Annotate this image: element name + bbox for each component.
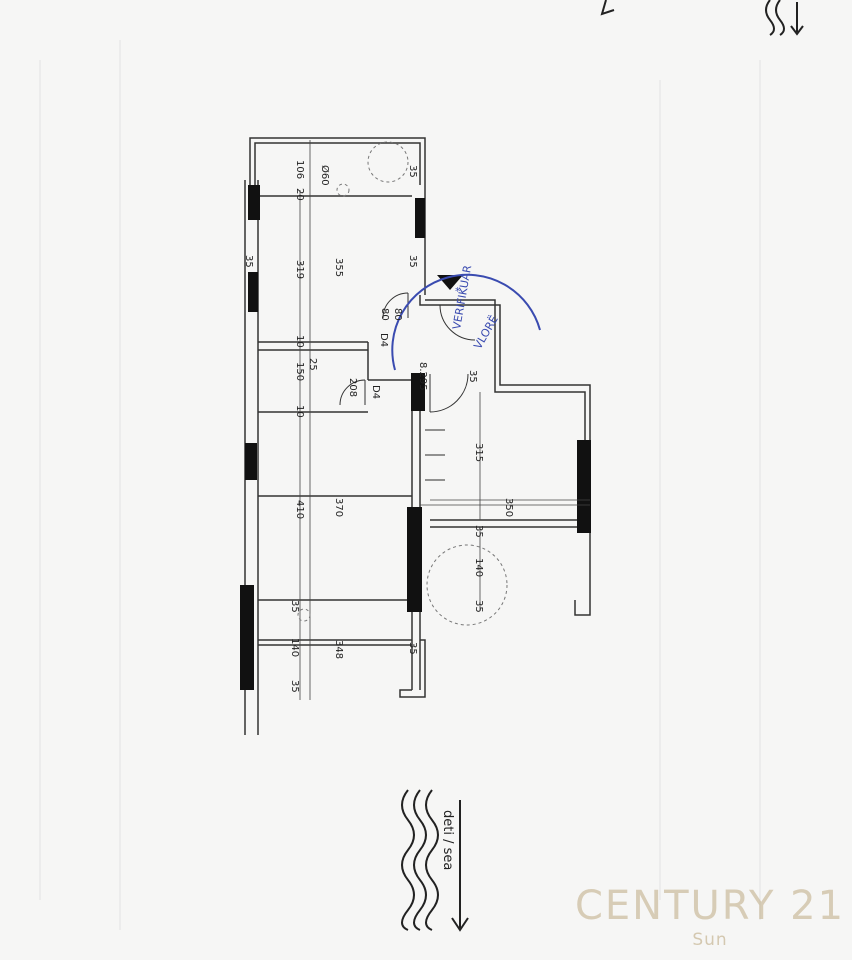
dim-35-b: 35 <box>243 255 254 268</box>
dim-35-c: 35 <box>407 255 418 268</box>
sea-label: deti / sea <box>440 810 455 870</box>
dim-35-a: 35 <box>407 165 418 178</box>
solid-walls <box>240 185 591 690</box>
dim-35-f: 35 <box>289 600 300 613</box>
sea-symbol-top <box>600 0 804 36</box>
dimension-lines <box>299 140 590 700</box>
dim-350: 350 <box>503 498 514 517</box>
scan-noise <box>39 40 761 930</box>
dim-140-b: 140 <box>289 638 300 657</box>
dim-150: 150 <box>294 362 305 381</box>
dim-140-a: 140 <box>473 558 484 577</box>
stamp-text-3: * <box>455 285 461 298</box>
dim-370: 370 <box>333 498 344 517</box>
stairs <box>425 429 445 481</box>
dim-25: 25 <box>307 358 318 371</box>
dim-35-g: 35 <box>407 642 418 655</box>
dim-35-h: 35 <box>289 680 300 693</box>
sea-symbol <box>401 789 469 932</box>
dim-315: 315 <box>473 443 484 462</box>
stamp-text-1: VLORË <box>471 313 501 351</box>
verification-stamp: VLORË VERIFIKUAR * <box>391 264 541 371</box>
dim-348: 348 <box>333 640 344 659</box>
label-diam-a: Ø60 <box>319 165 331 186</box>
dim-35-d: 35 <box>473 525 484 538</box>
door-label-d4-b: D4 <box>370 385 381 399</box>
dim-355: 355 <box>333 258 344 277</box>
dim-35-i: 35 <box>467 370 478 383</box>
circle-fixtures <box>297 141 508 626</box>
dim-20: 20 <box>294 188 305 201</box>
dim-106: 106 <box>294 160 305 179</box>
watermark-sub: Sun <box>692 930 728 950</box>
dim-80-b: 80 <box>392 308 403 321</box>
dim-10-a: 10 <box>294 335 305 348</box>
dim-319: 319 <box>294 260 305 279</box>
dimension-labels: 35 106 20 35 319 355 35 10 150 25 10 410… <box>243 160 514 693</box>
dim-35-e: 35 <box>473 600 484 613</box>
dim-80-a: 80 <box>379 308 390 321</box>
label-level: 8.295 <box>417 362 428 391</box>
watermark-brand: CENTURY 21 <box>574 883 846 929</box>
doors <box>339 292 476 413</box>
dim-410: 410 <box>294 500 305 519</box>
door-label-d4-a: D4 <box>378 333 389 347</box>
stamp-text-2: VERIFIKUAR <box>450 264 474 331</box>
dim-208: 208 <box>347 378 358 397</box>
century21-watermark: CENTURY 21 Sun <box>560 882 852 950</box>
dim-10-b: 10 <box>294 405 305 418</box>
